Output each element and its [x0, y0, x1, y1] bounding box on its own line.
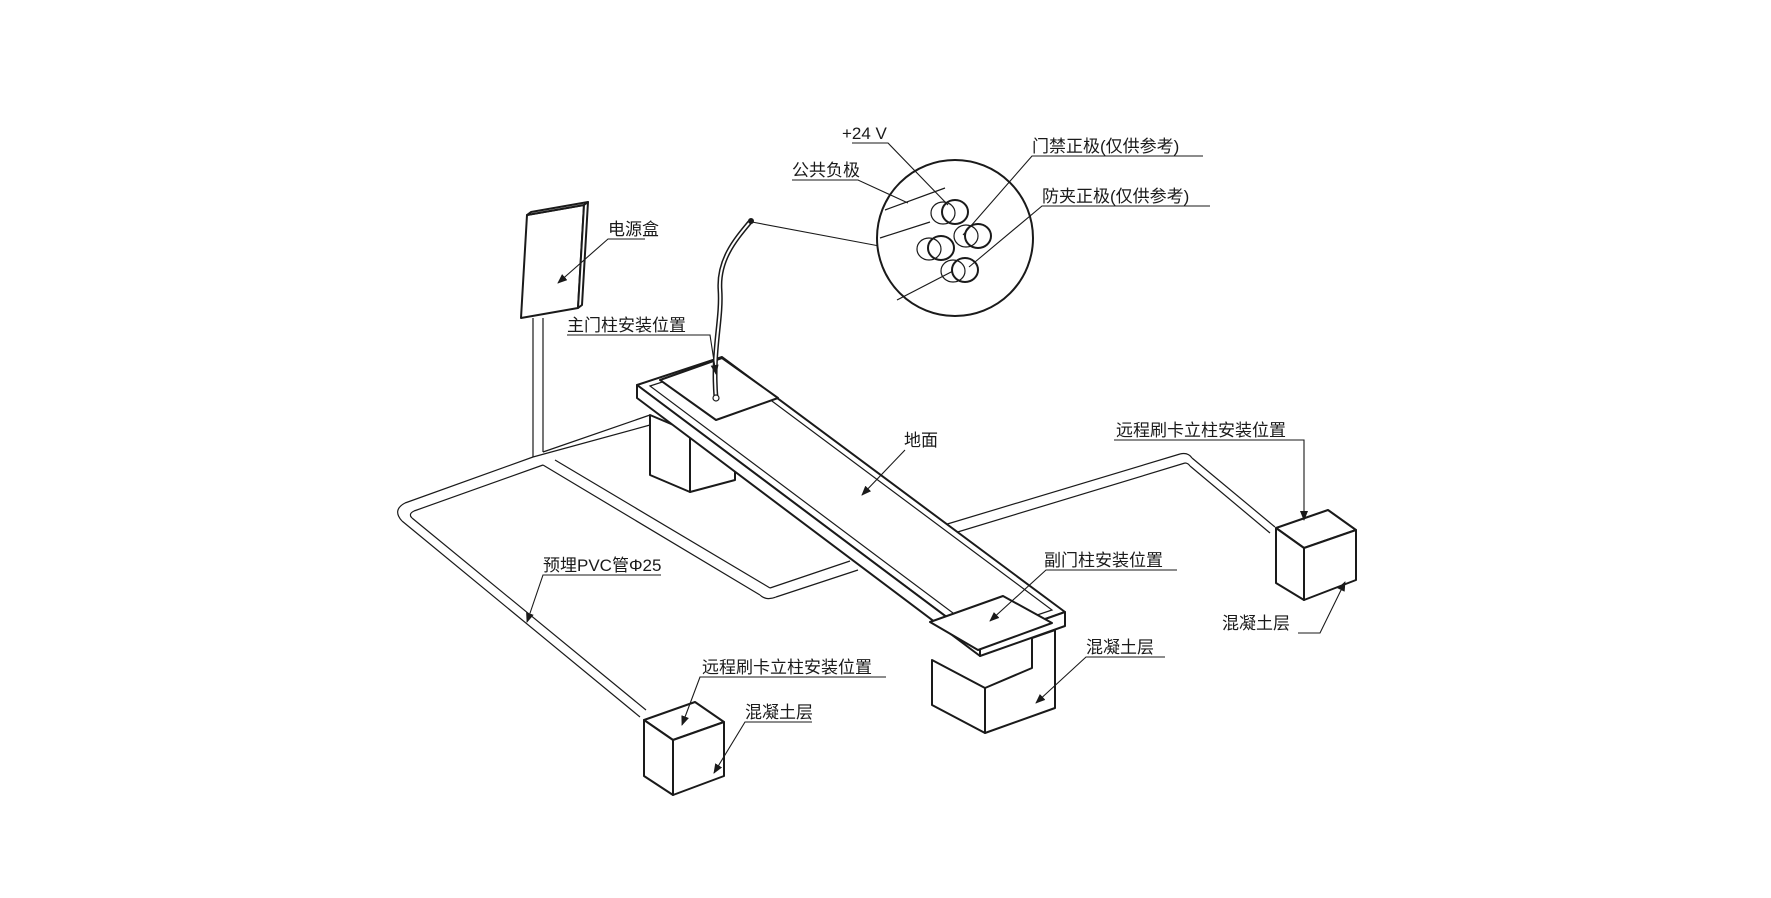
- label-wire-common: 公共负极: [792, 161, 860, 180]
- labels: 电源盒 主门柱安装位置 地面 远程刷卡立柱安装位置 混凝土层 副门柱安装位置 混…: [543, 124, 1290, 722]
- cable-detail-circle: [876, 159, 1034, 317]
- ground-beam: [636, 356, 1066, 657]
- label-power-box: 电源盒: [608, 220, 659, 239]
- cable: [712, 218, 891, 402]
- label-remote-card-left: 远程刷卡立柱安装位置: [702, 658, 872, 677]
- label-wire-24v: +24 V: [842, 124, 888, 143]
- label-ground: 地面: [904, 431, 938, 450]
- power-box: [520, 201, 589, 319]
- sub-post-plate: [929, 595, 1053, 651]
- left-remote-cube: [643, 701, 725, 796]
- label-concrete-left: 混凝土层: [745, 703, 813, 722]
- label-main-post: 主门柱安装位置: [567, 316, 686, 335]
- label-remote-card-right: 远程刷卡立柱安装位置: [1116, 421, 1286, 440]
- main-post-plate: [659, 357, 779, 421]
- label-wire-antipinch: 防夹正极(仅供参考): [1042, 187, 1189, 206]
- label-pvc-pipe: 预埋PVC管Φ25: [543, 556, 661, 575]
- label-sub-post: 副门柱安装位置: [1044, 551, 1163, 570]
- label-wire-access: 门禁正极(仅供参考): [1032, 137, 1179, 156]
- leader-lines: [526, 142, 1346, 774]
- pvc-pipe-network: [397, 318, 1276, 718]
- label-concrete-right: 混凝土层: [1222, 614, 1290, 633]
- label-concrete-mid: 混凝土层: [1086, 638, 1154, 657]
- right-remote-cube: [1275, 509, 1357, 601]
